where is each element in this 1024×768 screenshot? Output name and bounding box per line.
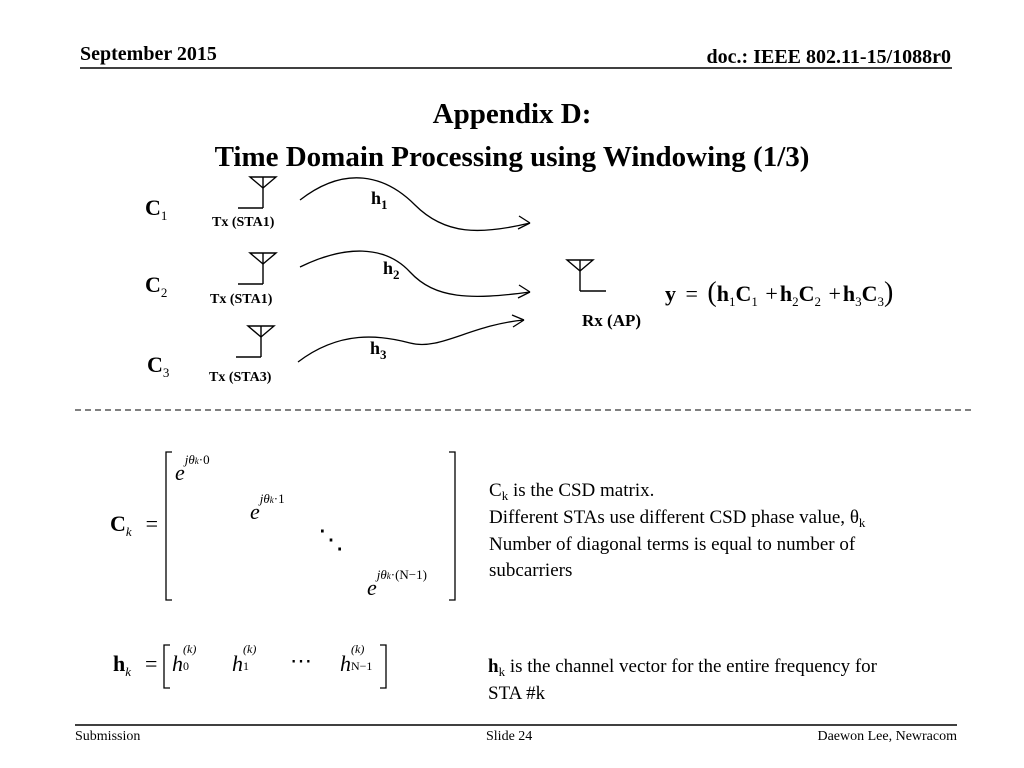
footer-submission: Submission: [75, 729, 141, 744]
channel-label-2: h2: [383, 258, 400, 282]
slide-title-line1: Appendix D:: [432, 98, 592, 130]
tx3-signal: C3: [147, 352, 170, 380]
header-date: September 2015: [80, 43, 217, 65]
header-doc-id: doc.: IEEE 802.11-15/1088r0: [706, 46, 951, 68]
hvec-entry-1: h(k)1: [232, 642, 257, 676]
antenna-icon: [236, 325, 276, 358]
antenna-icon: [238, 252, 278, 285]
tx2-signal: C2: [145, 272, 168, 300]
hvec-description: hk is the channel vector for the entire …: [488, 656, 877, 704]
csd-diag-0: ejθk·0: [175, 452, 210, 485]
matrix-brackets: [165, 451, 456, 601]
rx-equation: y = (h1C1 +h2C2 +h3C3): [665, 277, 894, 309]
channel-label-3: h3: [370, 338, 387, 362]
channel-arrow-3: [297, 319, 525, 363]
tx1-signal: C1: [145, 195, 168, 223]
channel-arrow-1: [299, 177, 531, 232]
tx1-label: Tx (STA1): [212, 215, 275, 230]
csd-description: Ck is the CSD matrix. Different STAs use…: [489, 480, 866, 581]
vector-brackets: [163, 644, 387, 689]
hvec-entry-0: h(k)0: [172, 642, 197, 676]
tx2-label: Tx (STA1): [210, 292, 273, 307]
csd-lhs: Ck=: [110, 511, 159, 539]
hvec-dots: ⋯: [290, 648, 312, 673]
receiver-antenna-icon: [565, 259, 606, 292]
footer-slide-number: Slide 24: [486, 729, 533, 744]
tx3-label: Tx (STA3): [209, 370, 272, 385]
channel-arrow-2: [299, 250, 531, 298]
hvec-entry-2: h(k)N−1: [340, 642, 373, 676]
rx-label: Rx (AP): [582, 311, 642, 330]
hvec-lhs: hk=: [113, 651, 158, 679]
csd-diag-2: ejθk·(N−1): [367, 567, 427, 600]
csd-ellipsis: ⋱: [318, 525, 344, 554]
csd-diag-1: ejθk·1: [250, 491, 285, 524]
slide-title-line2: Time Domain Processing using Windowing (…: [214, 141, 810, 173]
antenna-icon: [238, 176, 278, 209]
channel-label-1: h1: [371, 188, 388, 212]
footer-author: Daewon Lee, Newracom: [817, 729, 957, 744]
